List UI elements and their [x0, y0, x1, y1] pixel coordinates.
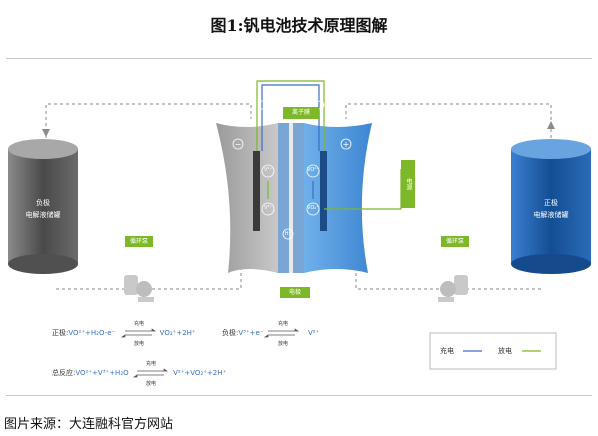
negative-tank-sublabel: 电解液储罐: [25, 211, 61, 219]
diagram-canvas: [8, 80, 591, 302]
negative-electrode-plate: [253, 151, 260, 231]
total-charge-label: 充电: [145, 361, 156, 367]
positive-tank-label: 正极: [544, 199, 558, 207]
ion-v5: VO₂⁺: [307, 205, 319, 211]
total-discharge-label: 放电: [145, 381, 156, 387]
pump-left-icon: [124, 275, 154, 302]
power-source-label: 电源: [401, 160, 415, 208]
positive-sign: +: [342, 140, 350, 149]
legend-charge: 充电: [440, 347, 454, 355]
equation-total: 总反应:VO²⁺+V³⁺+H₂O V²⁺+VO₂⁺+2H⁺: [52, 369, 227, 377]
arrow-up-right-icon: [547, 121, 555, 129]
pump-left-label: 循环泵: [125, 236, 153, 247]
ion-h: H⁺: [284, 231, 292, 237]
positive-electrode-plate: [320, 151, 327, 231]
negative-sign: −: [234, 140, 242, 149]
positive-discharge-label: 放电: [133, 341, 144, 347]
pump-right-icon: [438, 275, 468, 302]
positive-tank: [511, 139, 591, 274]
negative-tank: [8, 139, 78, 274]
positive-charge-label: 充电: [133, 321, 144, 327]
pump-right-label: 循环泵: [441, 236, 469, 247]
ion-v3: V³⁺: [263, 205, 273, 211]
ion-v2: V²⁺: [263, 167, 273, 173]
equation-negative: 负极:V³⁺+e⁻ V²⁺: [222, 329, 320, 337]
ion-flow-arrows: [267, 181, 314, 199]
negative-charge-label: 充电: [277, 321, 288, 327]
legend-discharge: 放电: [498, 347, 512, 355]
equation-positive: 正极:VO²⁺+H₂O-e⁻ VO₂⁺+2H⁺: [52, 329, 196, 337]
negative-tank-label: 负极: [36, 199, 50, 207]
electrode-label: 电极: [280, 287, 310, 298]
figure-source: 图片来源：大连融科官方网站: [4, 417, 174, 432]
ion-markers: [232, 100, 352, 240]
negative-discharge-label: 放电: [277, 341, 288, 347]
ion-v4: VO²⁺: [307, 167, 319, 173]
membrane-label: 离子膜: [283, 107, 319, 119]
figure-title: 图1:钒电池技术原理图解: [210, 16, 388, 35]
positive-tank-sublabel: 电解液储罐: [533, 211, 569, 219]
arrow-down-left-icon: [42, 129, 50, 137]
flow-loop-left: [45, 103, 252, 290]
